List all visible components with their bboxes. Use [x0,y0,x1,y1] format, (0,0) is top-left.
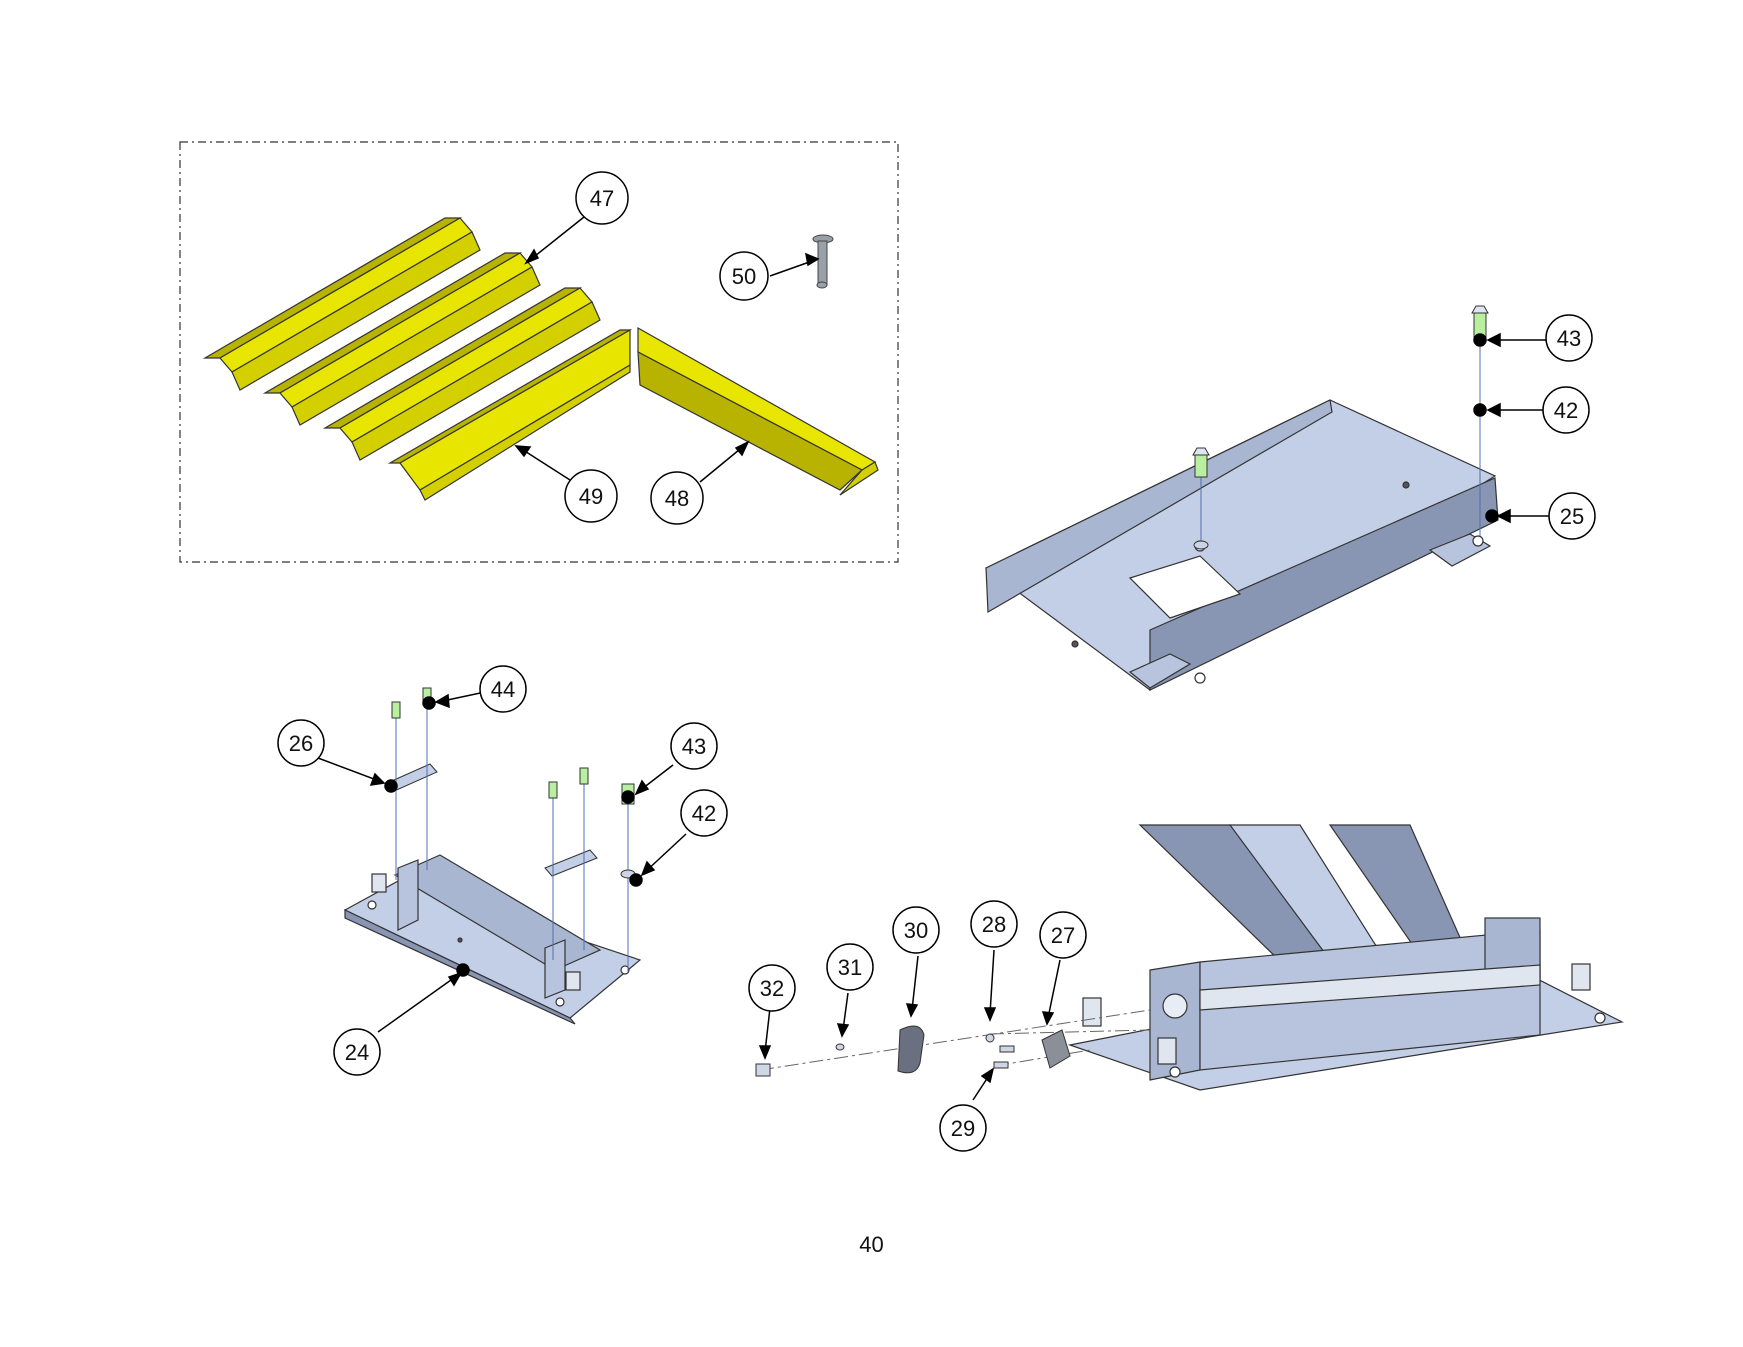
cover-panel-4 [387,328,633,501]
callout-47: 47 [590,186,614,211]
callout-48: 48 [665,486,689,511]
callout-balloons [277,171,1596,1152]
callout-32: 32 [760,976,784,1001]
callout-25: 25 [1560,504,1584,529]
callout-50: 50 [732,264,756,289]
cover-panel-1 [202,217,481,391]
callout-28: 28 [982,912,1006,937]
callout-43-bracket: 43 [682,734,706,759]
callout-31: 31 [838,955,862,980]
panel-group-boundary [179,141,899,563]
callout-26: 26 [289,731,313,756]
cover-panel-set [202,217,633,501]
cover-panel-2 [262,252,541,426]
callout-42-frame: 42 [1554,398,1578,423]
callout-24: 24 [345,1040,369,1065]
callout-44: 44 [491,677,515,702]
hinge-hardware-parts [755,1009,1151,1077]
callout-29: 29 [951,1116,975,1141]
callout-27: 27 [1051,923,1075,948]
corner-cover-panel [637,326,879,496]
page-number: 40 [859,1232,884,1257]
callout-42-bracket: 42 [692,801,716,826]
callout-43-frame: 43 [1557,326,1581,351]
push-rivet-part [812,234,834,289]
cover-panel-3 [322,287,601,461]
callout-49: 49 [579,484,603,509]
base-frame-part [984,399,1499,691]
hinge-base-part [1067,824,1624,1091]
callout-leaders [317,216,1550,1101]
pivot-bracket-part [343,854,642,1025]
callout-30: 30 [904,918,928,943]
frame-bolts [1192,305,1489,550]
